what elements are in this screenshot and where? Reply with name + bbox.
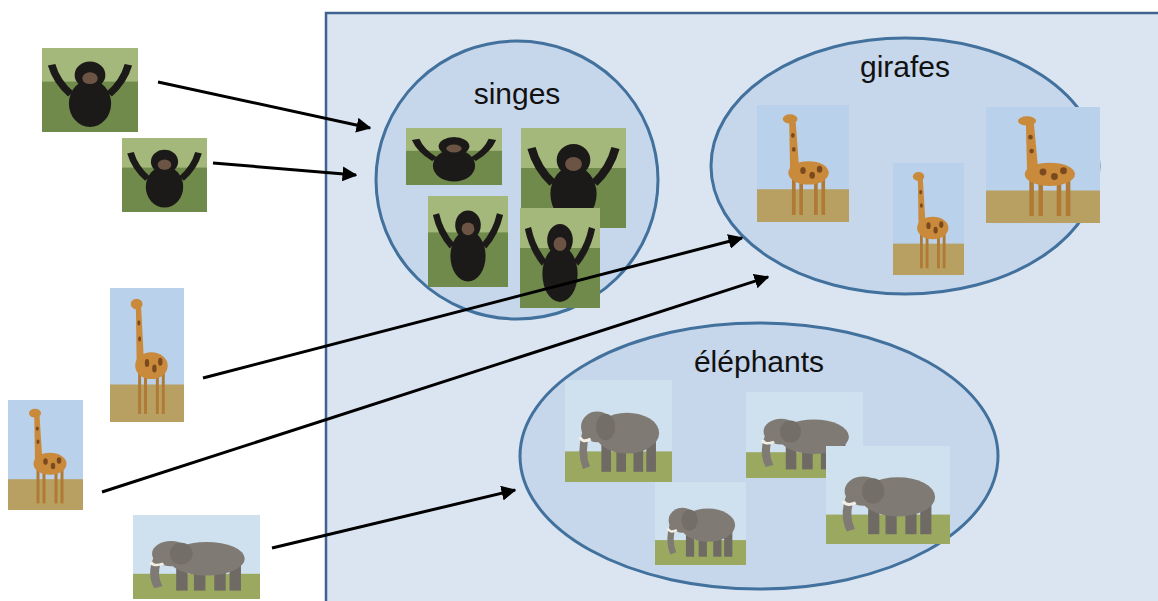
ellipse-shape: [376, 41, 658, 319]
category-ellipse: singes: [374, 39, 660, 321]
pointer-arrow: [272, 490, 515, 548]
elephant-photo: [133, 515, 260, 599]
category-ellipse: girafes: [709, 36, 1101, 296]
region-panel: [326, 13, 1158, 601]
elephant-photo: [655, 482, 746, 565]
monkey-photo: [406, 128, 502, 185]
ellipse-shape: [520, 323, 998, 589]
monkey-photo: [42, 48, 138, 132]
group-label: girafes: [709, 50, 1101, 84]
category-ellipse: éléphants: [518, 321, 1000, 591]
group-label: singes: [374, 77, 660, 111]
giraffe-photo: [986, 107, 1100, 223]
monkey-photo: [122, 138, 207, 212]
pointer-arrow: [102, 277, 768, 492]
giraffe-photo: [8, 400, 83, 510]
pointer-arrow: [213, 163, 356, 175]
monkey-photo: [428, 196, 508, 287]
group-label: éléphants: [518, 345, 1000, 379]
giraffe-photo: [110, 288, 184, 422]
elephant-photo: [826, 446, 950, 544]
giraffe-photo: [893, 163, 964, 275]
pointer-arrow: [158, 82, 370, 128]
elephant-photo: [565, 380, 672, 482]
ellipse-shape: [711, 38, 1099, 294]
giraffe-photo: [757, 105, 849, 222]
